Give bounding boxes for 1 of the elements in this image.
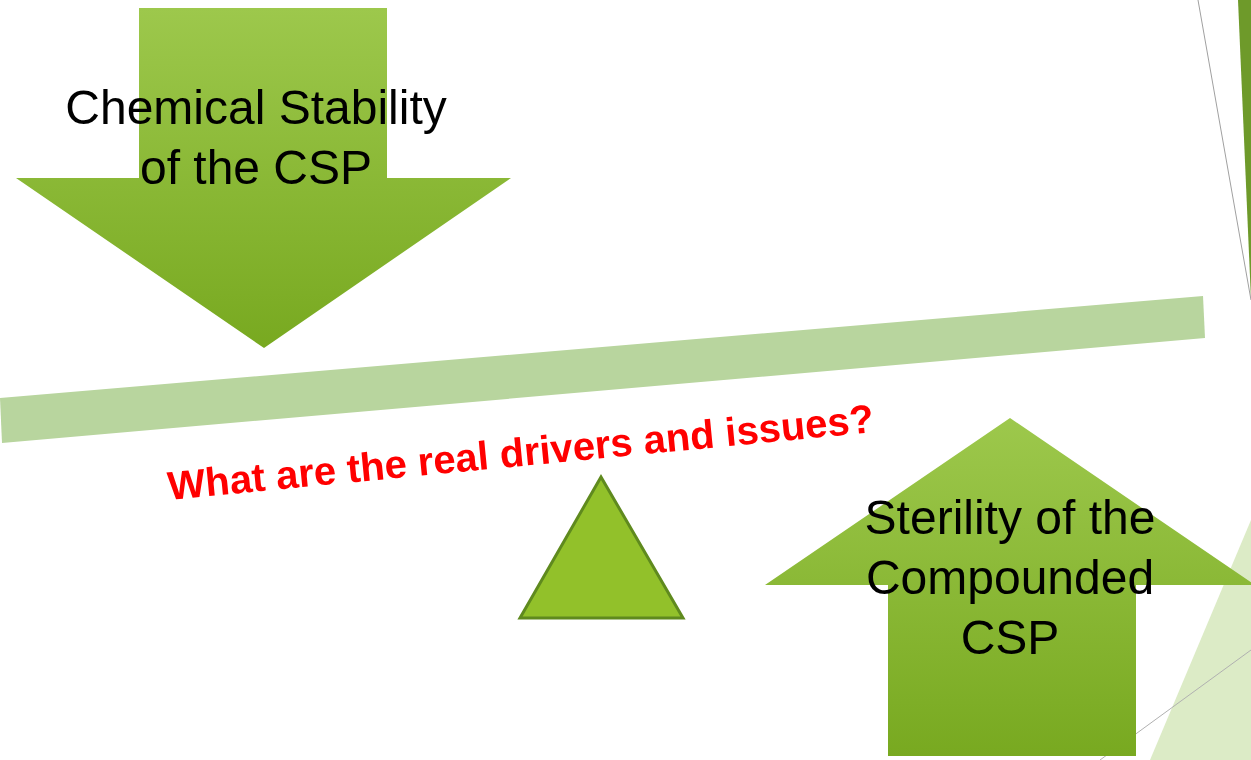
arrow-label: Sterility of the Compounded CSP [863,490,1157,666]
